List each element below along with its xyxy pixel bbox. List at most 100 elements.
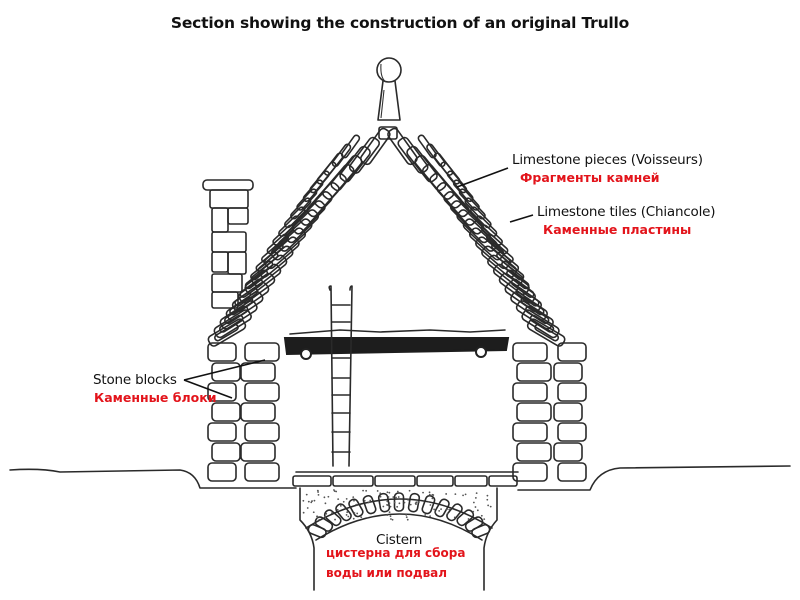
rubble-fill <box>438 510 441 512</box>
chiancole-tile <box>284 206 306 229</box>
rubble-fill <box>398 502 401 505</box>
rubble-fill <box>345 497 348 500</box>
label-limestone-tiles: Limestone tiles (Chiancole) <box>537 204 716 220</box>
label-cistern-ru-line2: воды или подвал <box>326 566 448 580</box>
rubble-fill <box>396 490 399 493</box>
rubble-fill <box>445 493 448 495</box>
voisseur-stone <box>213 309 252 339</box>
cone-inner-voisseurs <box>207 127 566 347</box>
stone-block <box>512 462 548 482</box>
rubble-fill <box>336 508 339 511</box>
rubble-fill <box>342 500 345 503</box>
voisseur-stone <box>298 191 333 226</box>
rubble-fill <box>475 492 478 495</box>
chiancole-tile <box>440 161 461 185</box>
chiancole-tile <box>534 323 560 342</box>
voisseur-stone <box>436 181 470 218</box>
rubble-fill <box>388 491 391 494</box>
stone-block <box>557 422 587 442</box>
stone-block <box>516 362 552 382</box>
rubble-fill <box>339 504 342 507</box>
rubble-fill <box>360 516 363 519</box>
stone-block <box>557 342 587 362</box>
rubble-fill <box>480 514 483 517</box>
rubble-fill <box>462 494 464 497</box>
rubble-fill <box>366 517 369 519</box>
stone-block <box>211 362 241 382</box>
voisseur-stone <box>339 145 371 183</box>
stone-block <box>240 362 276 382</box>
chiancole-tile <box>316 161 337 185</box>
rubble-fill <box>422 491 424 494</box>
rubble-fill <box>433 508 436 511</box>
rubble-fill <box>434 511 436 514</box>
chiancole-tile <box>464 197 486 220</box>
stone-block <box>516 442 552 462</box>
rubble-fill <box>472 501 475 504</box>
rubble-fill <box>313 499 316 502</box>
rubble-fill <box>453 516 456 519</box>
arch-voussoir <box>464 516 484 532</box>
rubble-fill <box>327 495 330 498</box>
rubble-fill <box>316 489 319 492</box>
rubble-fill <box>302 499 305 502</box>
arch-voussoir <box>335 503 352 522</box>
rubble-fill <box>405 514 408 516</box>
voisseur-stone <box>306 181 340 218</box>
rubble-fill <box>325 512 328 515</box>
stone-block <box>553 442 583 462</box>
rubble-fill <box>353 499 355 502</box>
arch-voussoir <box>314 516 334 532</box>
rubble-fill <box>405 516 408 519</box>
label-limestone-pieces: Limestone pieces (Voisseurs) <box>512 152 703 168</box>
arch-voussoir <box>377 492 391 513</box>
rubble-fill <box>392 496 395 498</box>
rubble-fill <box>390 518 392 520</box>
stone-block <box>211 402 241 422</box>
arch-voussoir <box>393 492 405 512</box>
rubble-fill <box>345 514 348 516</box>
rubble-fill <box>365 489 368 492</box>
arch-voussoir <box>456 509 475 527</box>
rubble-fill <box>379 492 382 495</box>
pinnacle <box>376 57 402 140</box>
stone-block <box>512 382 548 402</box>
voisseur-stone <box>348 136 381 174</box>
chiancole-tile <box>290 197 312 220</box>
rubble-fill <box>429 504 432 506</box>
rubble-fill <box>379 495 382 498</box>
rubble-fill <box>474 497 477 499</box>
rubble-fill <box>428 493 431 496</box>
rubble-fill <box>324 516 327 518</box>
rubble-fill <box>388 511 391 514</box>
rubble-fill <box>474 506 477 508</box>
voisseur-stone <box>397 136 429 174</box>
arch-voussoir <box>362 494 377 515</box>
rubble-fill <box>431 497 434 500</box>
stone-block <box>207 342 237 362</box>
rubble-fill <box>333 489 335 491</box>
rubble-fill <box>324 502 327 505</box>
label-limestone-pieces-ru: Фрагменты камней <box>520 170 660 185</box>
label-stone-blocks-ru: Каменные блоки <box>94 390 217 405</box>
rubble-fill <box>472 510 475 513</box>
rubble-fill <box>307 500 310 503</box>
rubble-fill <box>347 515 350 518</box>
stone-block <box>512 422 548 442</box>
leader-stone-blocks-2 <box>183 379 233 399</box>
rubble-fill <box>440 508 442 511</box>
rubble-fill <box>317 491 319 493</box>
rubble-fill <box>306 507 309 509</box>
rubble-fill <box>424 513 427 516</box>
arch-voussoir <box>407 492 421 513</box>
arch-voussoir <box>446 503 463 522</box>
rubble-fill <box>376 490 379 492</box>
rubble-fill <box>389 505 392 508</box>
rubble-fill <box>386 500 389 503</box>
stone-block <box>207 422 237 442</box>
cone-outer-chiancole <box>214 134 560 342</box>
wooden-floor-beam <box>283 329 510 360</box>
label-cistern: Cistern <box>376 532 423 548</box>
voisseur-stone <box>270 227 307 261</box>
